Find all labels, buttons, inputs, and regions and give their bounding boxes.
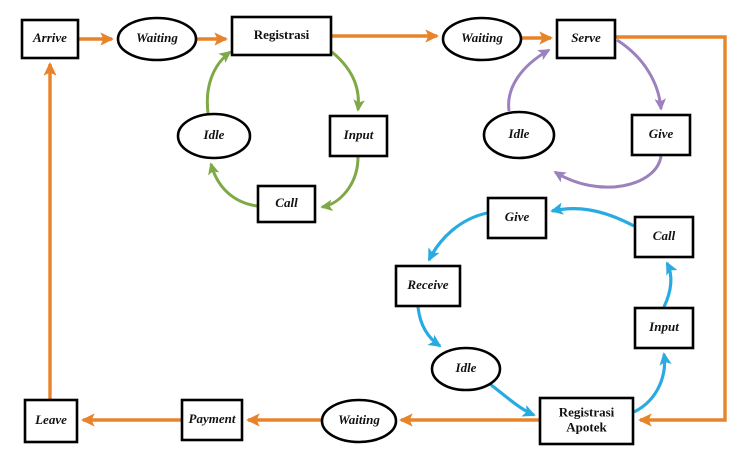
node-label-call-green: Call [275,195,298,210]
node-arrive[interactable]: Arrive [20,18,80,60]
node-rect [486,196,548,240]
node-payment[interactable]: Payment [180,398,244,442]
node-label-idle-blue: Idle [455,360,477,375]
node-rect [256,184,317,224]
node-rect [20,18,80,60]
node-label-give-blue: Give [505,209,530,224]
node-label-payment: Payment [189,411,236,426]
node-rect [394,264,462,308]
edge-registrasi-to-input [331,50,365,112]
node-label-leave: Leave [34,412,67,427]
node-waiting-2[interactable]: Waiting [441,16,523,62]
node-input-green[interactable]: Input [328,114,389,158]
node-label-idle-green: Idle [203,127,225,142]
edge-layer [43,29,727,427]
node-serve[interactable]: Serve [555,18,617,60]
node-waiting-3[interactable]: Waiting [320,398,398,444]
node-label-receive-blue: Receive [406,277,448,292]
node-rect [23,398,79,444]
edge-idle-to-serve [507,48,551,112]
node-rect [328,114,389,158]
node-rect [633,215,695,259]
edge-give-to-idle [553,155,663,189]
node-label-registrasi: Registrasi [254,27,310,42]
node-rect [538,396,635,446]
node-give-purple[interactable]: Give [630,113,692,157]
edge-call-blue-to-give-blue [550,202,635,228]
edge-idle-to-registrasi [205,50,232,114]
node-idle-green[interactable]: Idle [176,112,252,160]
edge-give-blue-to-receive [427,211,488,262]
node-ellipse [430,346,502,392]
edge-apotek-to-input-blue [633,352,672,414]
node-receive-blue[interactable]: Receive [394,264,462,308]
node-ellipse [176,112,252,160]
node-ellipse [116,16,198,62]
node-label-serve: Serve [571,30,601,45]
node-give-blue[interactable]: Give [486,196,548,240]
node-registrasi[interactable]: Registrasi [230,15,333,57]
node-idle-blue[interactable]: Idle [430,346,502,392]
edge-idle-blue-to-apotek [489,382,536,417]
node-label-waiting-1: Waiting [136,30,178,45]
node-input-blue[interactable]: Input [633,306,695,350]
edge-serve-to-apotek [616,35,727,427]
node-rect [180,398,244,442]
edge-receive-to-idle-blue [416,306,442,348]
node-rect [633,306,695,350]
node-label-call-blue: Call [653,228,676,243]
node-rect [230,15,333,57]
edge-serve-to-give [616,38,666,111]
node-label-input-green: Input [343,127,374,142]
edge-input-to-call [320,156,360,212]
edge-call-to-idle [208,162,258,208]
node-call-blue[interactable]: Call [633,215,695,259]
node-rect [555,18,617,60]
node-call-green[interactable]: Call [256,184,317,224]
node-waiting-1[interactable]: Waiting [116,16,198,62]
node-idle-purple[interactable]: Idle [482,110,556,160]
node-label-idle-purple: Idle [508,126,530,141]
edge-input-blue-to-call-blue [662,261,678,308]
node-label-waiting-3: Waiting [338,412,380,427]
node-ellipse [320,398,398,444]
node-ellipse [441,16,523,62]
node-ellipse [482,110,556,160]
node-rect [630,113,692,157]
node-label-arrive: Arrive [32,30,67,45]
node-label-give-purple: Give [649,126,674,141]
node-label-waiting-2: Waiting [461,30,503,45]
node-leave[interactable]: Leave [23,398,79,444]
node-label-input-blue: Input [648,319,679,334]
